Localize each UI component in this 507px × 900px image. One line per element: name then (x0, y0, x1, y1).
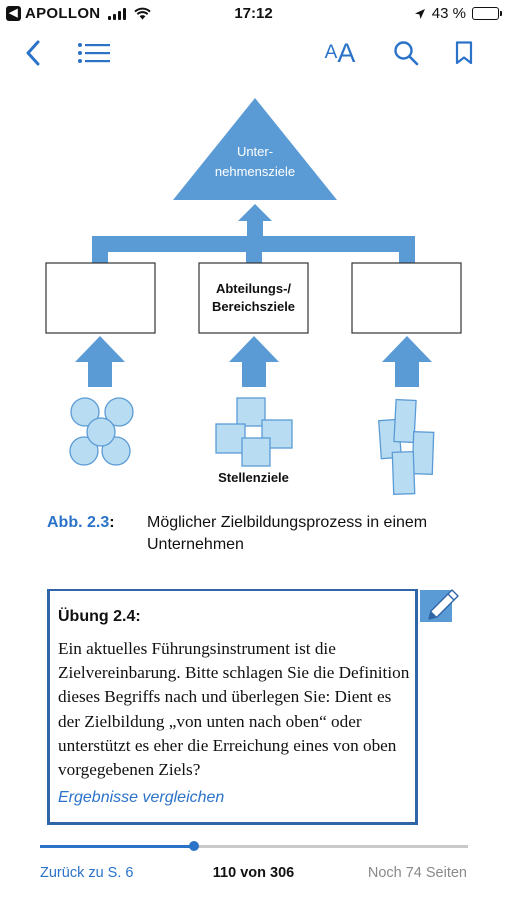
position-goals-rectangles (378, 398, 435, 496)
status-left: ◀ APOLLON (6, 5, 152, 22)
back-app-name[interactable]: APOLLON (25, 5, 101, 22)
position-goals-label: Stellenziele (218, 470, 289, 485)
font-size-large-icon: A (337, 37, 356, 68)
arrow-up-to-company (238, 204, 272, 236)
location-arrow-icon (414, 8, 425, 19)
company-goals-label-line2: nehmensziele (214, 164, 296, 179)
figure-number-text: Abb. 2.3 (47, 514, 110, 531)
bookmark-icon (455, 41, 473, 65)
reading-progress-bar[interactable] (40, 841, 468, 851)
battery-icon (472, 7, 502, 20)
figure-number-colon: : (109, 514, 115, 531)
exercise-title: Übung 2.4: (58, 608, 141, 625)
exercise-body: Ein aktuelles Führungsinstrument ist die… (58, 639, 410, 780)
remaining-pages: Noch 74 Seiten (367, 865, 467, 881)
department-goals-label-line2: Bereichsziele (211, 299, 296, 314)
connector-right (399, 236, 415, 266)
arrow-up-right (382, 336, 432, 387)
chevron-left-icon (26, 40, 40, 66)
back-to-app-icon[interactable]: ◀ (6, 6, 21, 21)
position-goals-circles (69, 397, 134, 466)
goal-hierarchy-diagram (45, 98, 462, 496)
department-box-right (351, 262, 462, 334)
bookmark-button[interactable] (450, 36, 478, 70)
company-goals-triangle (173, 98, 337, 200)
cellular-signal-icon (108, 7, 127, 20)
pencil-edit-icon[interactable] (420, 586, 460, 626)
search-button[interactable] (390, 36, 422, 70)
font-size-small-icon: A (324, 42, 338, 63)
department-goals-label-line1: Abteilungs-/ (215, 281, 292, 296)
company-goals-label: Unter- nehmensziele (173, 142, 337, 182)
compare-results-link[interactable]: Ergebnisse vergleichen (58, 789, 225, 806)
back-to-page-link[interactable]: Zurück zu S. 6 (40, 865, 134, 881)
exercise-box: Übung 2.4: Ein aktuelles Führungsinstrum… (47, 589, 418, 825)
wifi-icon (134, 7, 152, 20)
figure-number: Abb. 2.3: (47, 512, 115, 534)
arrow-up-middle (229, 336, 279, 387)
reading-progress-handle[interactable] (189, 841, 200, 851)
battery-percent: 43 % (431, 5, 466, 22)
search-icon (394, 41, 419, 66)
company-goals-label-line1: Unter- (236, 144, 274, 159)
arrow-up-left (75, 336, 125, 387)
reader-footer: Zurück zu S. 6 110 von 306 Noch 74 Seite… (0, 865, 507, 885)
department-goals-label: Abteilungs-/ Bereichsziele (199, 280, 308, 316)
status-bar: ◀ APOLLON 17:12 43 % (0, 0, 507, 28)
table-of-contents-button[interactable] (76, 36, 112, 70)
goal-hierarchy-figure: Unter- nehmensziele Abteilungs-/ Bereich… (0, 90, 507, 500)
back-button[interactable] (18, 36, 48, 70)
reading-progress-fill (40, 845, 195, 848)
department-box-left (45, 262, 156, 334)
connector-left (92, 236, 108, 266)
status-right: 43 % (414, 5, 502, 22)
figure-caption-text: Möglicher Zielbildungsprozess in einem U… (147, 514, 428, 553)
department-box-middle (198, 262, 309, 334)
connector-middle (246, 236, 262, 266)
list-icon (78, 43, 110, 63)
position-goals-squares (215, 397, 293, 467)
